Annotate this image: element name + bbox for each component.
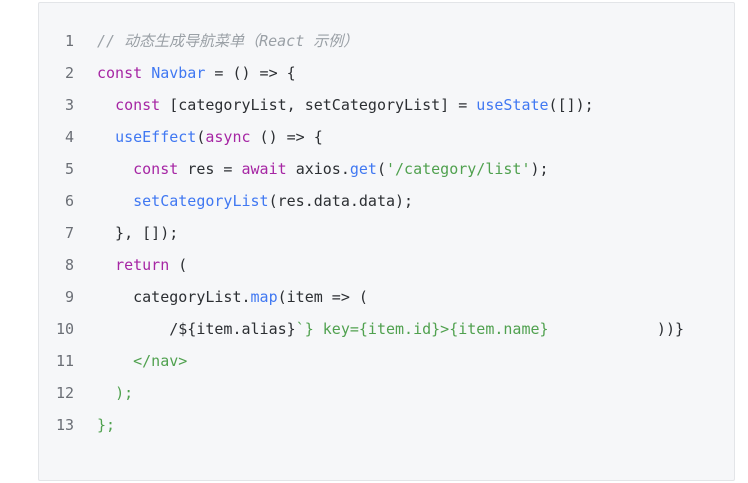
code-token: const: [97, 64, 152, 82]
code-token: // 动态生成导航菜单（React 示例）: [97, 32, 359, 50]
code-line: 9 categoryList.map(item => (: [39, 281, 734, 313]
code-token: `} key={item.id}>{item.name}: [295, 320, 549, 338]
code-text: setCategoryList(res.data.data);: [97, 185, 413, 217]
code-token: setCategoryList: [133, 192, 269, 210]
line-number: 6: [64, 192, 74, 210]
code-line: 1 // 动态生成导航菜单（React 示例）: [39, 25, 734, 57]
line-number: 2: [64, 64, 74, 82]
code-text: const res = await axios.get('/category/l…: [97, 153, 549, 185]
code-token: useState: [476, 96, 549, 114]
code-token: [97, 128, 115, 146]
code-line: 5 const res = await axios.get('/category…: [39, 153, 734, 185]
code-line: 6 setCategoryList(res.data.data);: [39, 185, 734, 217]
code-token: get: [349, 160, 377, 178]
code-token: [97, 352, 133, 370]
code-token: </nav>: [133, 352, 188, 370]
code-line: 8 return (: [39, 249, 734, 281]
code-token: (: [169, 256, 188, 274]
code-token: categoryList.: [97, 288, 251, 306]
code-text: categoryList.map(item => (: [97, 281, 368, 313]
code-text: const Navbar = () => {: [97, 57, 296, 89]
line-number: 8: [64, 256, 74, 274]
code-block[interactable]: 1 // 动态生成导航菜单（React 示例） 2 const Navbar = ()…: [38, 2, 735, 481]
code-token: (: [376, 160, 386, 178]
line-number: 9: [64, 288, 74, 306]
code-token: (res.data.data);: [268, 192, 414, 210]
code-token: ([]);: [548, 96, 594, 114]
line-number: 13: [55, 416, 74, 434]
code-line: 10 /${item.alias}`} key={item.id}>{item.…: [39, 313, 734, 345]
code-token: }, []);: [97, 224, 179, 242]
code-line: 3 const [categoryList, setCategoryList] …: [39, 89, 734, 121]
line-number: 4: [64, 128, 74, 146]
code-token: (item => (: [277, 288, 368, 306]
code-token: /${item.alias}: [97, 320, 296, 338]
code-token: [97, 96, 115, 114]
code-token: res =: [187, 160, 242, 178]
code-token: const: [115, 96, 170, 114]
code-token: Navbar: [151, 64, 206, 82]
code-token: [97, 160, 133, 178]
code-token: await: [241, 160, 296, 178]
code-token: ))}: [548, 320, 685, 338]
code-line: 13};: [39, 409, 734, 441]
code-token: [97, 256, 115, 274]
line-number: 7: [64, 224, 74, 242]
code-token: return: [115, 256, 170, 274]
line-number: 3: [64, 96, 74, 114]
line-number: 1: [64, 32, 74, 50]
code-token: axios.: [295, 160, 350, 178]
code-text: }, []);: [97, 217, 178, 249]
code-token: [97, 384, 115, 402]
code-text: // 动态生成导航菜单（React 示例）: [97, 25, 358, 57]
code-line: 11 </nav>: [39, 345, 734, 377]
code-token: map: [250, 288, 278, 306]
code-text: );: [97, 377, 133, 409]
code-token: useEffect: [115, 128, 197, 146]
code-token: async: [205, 128, 251, 146]
line-number: 12: [55, 384, 74, 402]
code-token: = () => {: [205, 64, 296, 82]
code-text: </nav>: [97, 345, 187, 377]
code-line: 12 );: [39, 377, 734, 409]
code-line: 4 useEffect(async () => {: [39, 121, 734, 153]
code-text: /${item.alias}`} key={item.id}>{item.nam…: [97, 313, 684, 345]
code-token: };: [97, 416, 116, 434]
code-token: () => {: [250, 128, 323, 146]
code-text: };: [97, 409, 115, 441]
code-line: 7 }, []);: [39, 217, 734, 249]
line-number: 11: [55, 352, 74, 370]
code-token: '/category/list': [386, 160, 531, 178]
code-token: );: [530, 160, 549, 178]
code-token: [categoryList, setCategoryList] =: [169, 96, 477, 114]
code-token: );: [115, 384, 134, 402]
code-token: (: [196, 128, 206, 146]
code-text: useEffect(async () => {: [97, 121, 323, 153]
code-token: const: [133, 160, 188, 178]
line-number: 5: [64, 160, 74, 178]
code-text: const [categoryList, setCategoryList] = …: [97, 89, 594, 121]
line-number: 10: [55, 320, 74, 338]
code-text: return (: [97, 249, 187, 281]
code-token: [97, 192, 133, 210]
code-line: 2 const Navbar = () => {: [39, 57, 734, 89]
